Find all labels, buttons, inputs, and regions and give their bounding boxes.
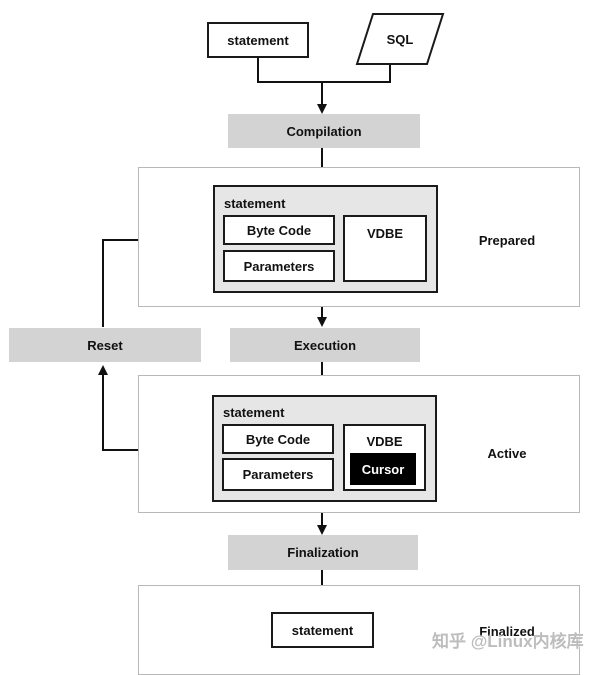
statement-input-label: statement — [227, 32, 289, 48]
prepared-parameters-box: Parameters — [223, 250, 335, 282]
finalized-state-label: Finalized — [479, 623, 535, 639]
finalized-statement-label: statement — [291, 622, 354, 638]
execution-label: Execution — [293, 337, 357, 353]
prepared-vdbe-box: VDBE — [343, 215, 427, 282]
active-parameters-label: Parameters — [242, 467, 314, 482]
prepared-vdbe-label: VDBE — [366, 226, 404, 241]
active-vdbe-label: VDBE — [366, 434, 403, 449]
active-parameters-box: Parameters — [222, 458, 334, 491]
finalization-stage: Finalization — [228, 535, 418, 570]
active-state-label: Active — [487, 445, 527, 461]
prepared-statement-title: statement — [224, 196, 286, 211]
sql-input-parallelogram — [355, 13, 445, 65]
prepared-byte-code-box: Byte Code — [223, 215, 335, 245]
active-cursor-box: Cursor — [350, 453, 416, 485]
active-byte-code-label: Byte Code — [245, 431, 311, 447]
watermark-text: 知乎 @Linux内核库 — [432, 632, 584, 651]
sql-input-label: SQL — [386, 31, 414, 47]
reset-stage: Reset — [9, 328, 201, 362]
prepared-state-label: Prepared — [478, 232, 536, 248]
active-statement-title: statement — [223, 405, 285, 420]
finalization-label: Finalization — [287, 545, 359, 560]
active-cursor-label: Cursor — [361, 461, 405, 477]
statement-to-compilation-line — [257, 57, 322, 83]
sql-to-compilation-line — [322, 64, 391, 83]
compilation-label: Compilation — [286, 123, 362, 139]
compilation-stage: Compilation — [228, 114, 420, 148]
finalized-statement-box: statement — [271, 612, 374, 648]
active-byte-code-box: Byte Code — [222, 424, 334, 454]
prepared-byte-code-label: Byte Code — [246, 222, 312, 238]
execution-stage: Execution — [230, 328, 420, 362]
prepared-parameters-label: Parameters — [243, 258, 315, 274]
statement-input-box: statement — [207, 22, 309, 58]
reset-label: Reset — [87, 337, 123, 353]
